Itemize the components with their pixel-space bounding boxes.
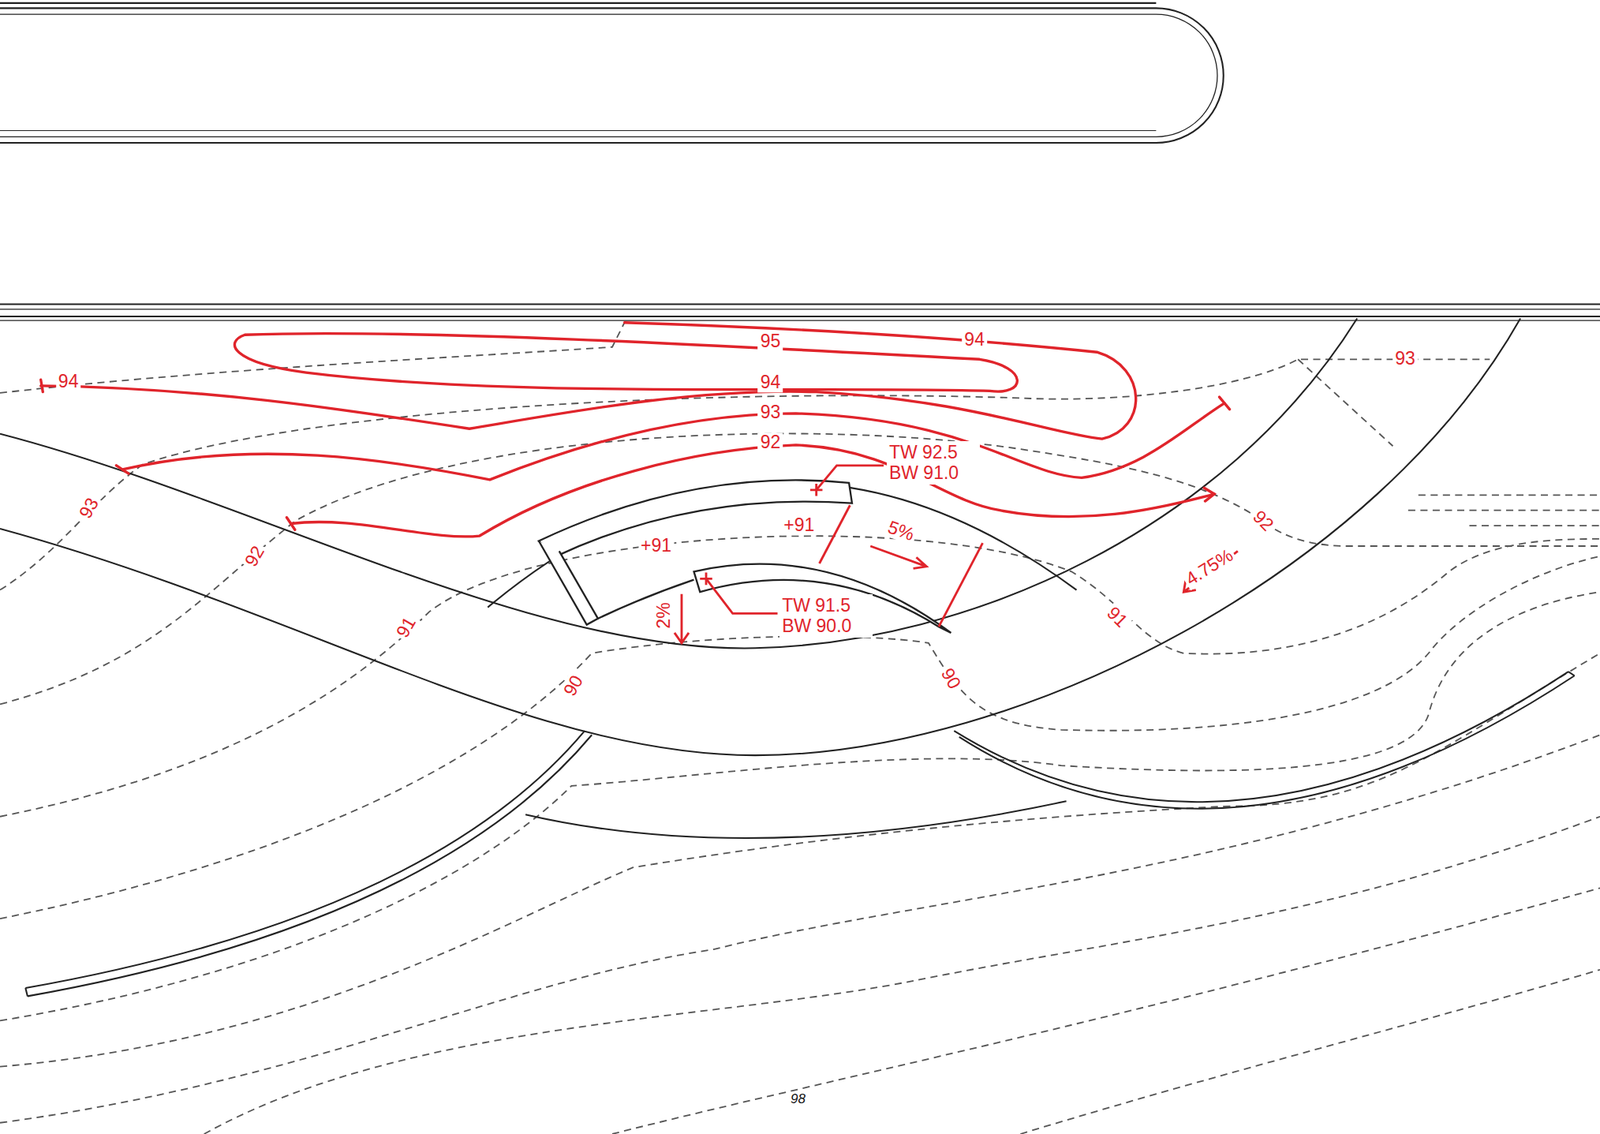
curved-edging [953, 671, 1569, 802]
grade-annotation [706, 578, 778, 614]
wall-elevation: TW 92.5 BW 91.0 [886, 441, 980, 485]
existing-contour-label: 91 [391, 611, 422, 643]
drive-outline [0, 302, 1600, 305]
proposed-contour [1203, 487, 1215, 501]
grade-annotation [816, 465, 884, 490]
existing-contour [612, 887, 1600, 1134]
existing-contour-label: 90 [558, 669, 589, 702]
existing-contour [0, 653, 1600, 1067]
existing-contour [0, 535, 1600, 817]
existing-contour-label: 92 [1247, 504, 1279, 536]
existing-contour [0, 734, 1600, 1123]
wall-elevation: TW 91.5 BW 90.0 [779, 594, 873, 638]
contour-label: 94 [56, 371, 82, 392]
grade-annotation [674, 594, 689, 643]
existing-contour-label: 91 [1101, 601, 1133, 633]
path-edge [0, 318, 1521, 838]
path-edge [0, 318, 1358, 649]
contour-label: 95 [758, 332, 784, 352]
grade-annotation [938, 542, 984, 627]
seat-wall [538, 479, 853, 556]
path-edge [525, 800, 1066, 838]
contour-label: 93 [758, 402, 784, 423]
contour-label: 92 [758, 433, 784, 453]
existing-contour [1408, 509, 1600, 512]
drive-outline [0, 7, 1224, 143]
grade-annotation [674, 465, 1238, 643]
existing-contour-label: 93 [74, 492, 105, 524]
contour-label: 94 [758, 372, 784, 393]
curved-edging [25, 730, 585, 988]
drive-outline [0, 319, 1600, 321]
drive-outline [0, 315, 1600, 318]
existing-contour [0, 591, 1600, 1021]
slope-label: 2% [654, 599, 674, 631]
seat-wall [538, 541, 599, 625]
page-number: 98 [788, 1091, 808, 1107]
curved-edging [25, 987, 28, 996]
drive-outline [0, 3, 1600, 321]
existing-contour [1469, 524, 1600, 527]
grade-annotation [819, 504, 851, 564]
contour-label: 94 [961, 329, 987, 350]
existing-contour [1418, 493, 1600, 496]
existing-contour-label: 92 [239, 540, 270, 572]
grade-annotation [870, 545, 927, 569]
curved-edging [959, 675, 1575, 809]
slope-label: 4.75% [1180, 544, 1239, 591]
proposed-contour [41, 322, 1230, 537]
seat-wall [538, 479, 952, 632]
curved-edging [1568, 671, 1575, 676]
existing-contour [0, 556, 1600, 919]
curved-edging [27, 734, 592, 996]
proposed-contour [41, 379, 1230, 530]
existing-contour [0, 433, 1600, 704]
drive-outline [0, 130, 1156, 131]
seat-wall [598, 579, 695, 619]
existing-contour-label: 93 [1392, 349, 1418, 370]
slope-label: 5% [882, 515, 920, 546]
drive-outline [0, 308, 1600, 310]
curved-edging [25, 671, 1574, 996]
drive-outline [0, 14, 1218, 137]
existing-contour [1020, 969, 1600, 1134]
spot-elevation: +91 [781, 515, 817, 535]
proposed-contour [41, 322, 1137, 439]
proposed-contour [291, 444, 1215, 537]
existing-contour [0, 322, 1600, 1134]
drive-outline [0, 2, 1156, 4]
spot-elevation: +91 [638, 535, 674, 556]
path-edge [0, 318, 1521, 756]
proposed-contour [234, 333, 1017, 393]
existing-contour [1297, 358, 1393, 446]
proposed-contour [122, 403, 1225, 480]
existing-contour-label: 90 [936, 662, 967, 695]
